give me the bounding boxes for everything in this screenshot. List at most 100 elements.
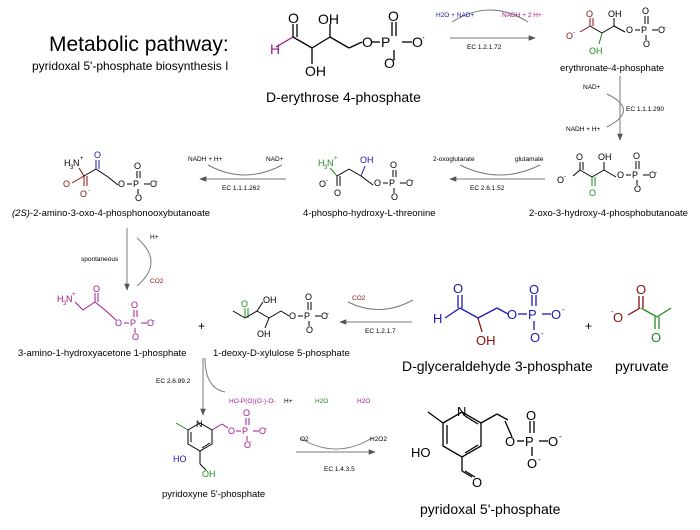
deoxyxylulose-phosphate-atoms: O OH OH O P O O O-: [241, 292, 329, 339]
svg-text:-: -: [664, 25, 666, 31]
reaction1-products: NADH + 2 H+: [502, 12, 542, 19]
svg-text:P: P: [242, 426, 248, 436]
deoxyxylulose-phosphate-structure: [232, 301, 321, 329]
svg-text:O: O: [617, 170, 624, 180]
byproduct-water: H2O: [315, 398, 329, 405]
svg-text:OH: OH: [589, 46, 603, 56]
svg-text:-: -: [265, 426, 267, 432]
svg-text:O: O: [529, 282, 539, 297]
erythronate-4-phosphate-atoms: O- O OH OH O P O O O-: [566, 6, 666, 56]
svg-text:OH: OH: [257, 329, 271, 339]
reaction5-note: spontaneous: [81, 256, 119, 263]
plus-sign: +: [585, 319, 593, 333]
label-glyceraldehyde-3-phosphate: D-glyceraldehyde 3-phosphate: [402, 358, 593, 374]
svg-text:O: O: [649, 170, 656, 180]
svg-text:O: O: [334, 188, 341, 198]
erythronate-4-phosphate-structure: [579, 16, 658, 45]
svg-text:-: -: [393, 55, 396, 64]
svg-text:O: O: [642, 6, 649, 16]
svg-text:O: O: [259, 426, 266, 436]
reaction5-substrate: H+: [150, 234, 159, 241]
svg-text:O: O: [472, 475, 482, 490]
reaction8-product: H2O2: [370, 436, 387, 443]
svg-text:-: -: [573, 30, 575, 36]
svg-text:O: O: [135, 193, 142, 203]
svg-text:O: O: [362, 34, 373, 50]
svg-text:-: -: [559, 432, 562, 441]
svg-text:3: 3: [63, 301, 67, 307]
svg-text:O: O: [613, 310, 623, 325]
svg-text:+: +: [72, 292, 76, 298]
svg-text:O: O: [505, 434, 515, 449]
svg-text:-: -: [326, 178, 328, 184]
page-subtitle: pyridoxal 5'-phosphate biosynthesis I: [32, 59, 229, 73]
reaction3-product: 2-oxoglutarate: [433, 156, 475, 163]
reaction6-product: CO2: [352, 295, 366, 302]
svg-text:HO: HO: [173, 454, 187, 464]
svg-text:O: O: [289, 311, 296, 321]
svg-text:O: O: [131, 300, 138, 310]
pyridoxine-phosphate-structure: [175, 418, 259, 471]
phosphohydroxythreonine-structure: [329, 165, 406, 193]
reaction2-substrate: NAD+: [583, 84, 601, 91]
svg-text:OH: OH: [476, 333, 496, 348]
svg-text:O: O: [390, 160, 397, 170]
svg-text:O: O: [319, 179, 326, 189]
oxohydroxy-phosphobutanoate-atoms: O- O O OH O P O O O-: [557, 151, 657, 198]
reaction8-ec: EC 1.4.3.5: [324, 466, 355, 473]
svg-text:O: O: [576, 152, 583, 162]
svg-text:N: N: [327, 158, 334, 168]
byproduct-phosphate: HO-P(O)(O-)-O-: [229, 398, 276, 405]
svg-text:O: O: [94, 150, 101, 160]
svg-text:O: O: [93, 284, 100, 294]
svg-text:O: O: [527, 456, 537, 471]
reaction2-ec: EC 1.1.1.290: [626, 106, 664, 113]
svg-text:3: 3: [70, 165, 74, 171]
svg-text:-: -: [250, 439, 252, 445]
svg-text:O: O: [241, 299, 248, 309]
svg-text:-: -: [611, 307, 614, 316]
svg-text:O: O: [118, 179, 125, 189]
svg-text:OH: OH: [598, 152, 612, 162]
reaction3-ec: EC 2.6.1.52: [470, 185, 505, 192]
svg-text:O: O: [388, 8, 399, 24]
svg-text:O: O: [305, 292, 312, 302]
svg-text:-: -: [655, 170, 657, 176]
svg-text:P: P: [632, 170, 638, 180]
svg-text:-: -: [156, 179, 158, 185]
svg-text:O: O: [651, 330, 661, 345]
svg-text:O: O: [132, 332, 139, 342]
svg-text:OH: OH: [318, 11, 339, 27]
svg-text:OH: OH: [608, 9, 622, 19]
svg-text:-: -: [562, 305, 565, 314]
svg-text:O: O: [147, 318, 154, 328]
reaction1-substrates: H2O + NAD+: [436, 12, 475, 19]
reaction7-ec: EC 2.6.99.2: [156, 378, 191, 385]
plus-sign: +: [198, 319, 206, 333]
reaction4-ec: EC 1.1.1.262: [222, 185, 260, 192]
aminoacetone-phosphate-structure: [74, 293, 147, 333]
svg-text:O: O: [453, 281, 463, 296]
svg-text:H: H: [270, 41, 280, 57]
svg-text:H: H: [318, 158, 325, 168]
svg-text:+: +: [80, 156, 84, 162]
svg-text:O: O: [633, 151, 640, 161]
byproduct-water: H2O: [357, 398, 371, 405]
byproduct-proton: H+: [284, 398, 293, 405]
pyridoxal-phosphate-atoms: N HO O P O O- O- O: [411, 404, 562, 490]
svg-text:O: O: [412, 34, 423, 50]
svg-text:O: O: [548, 434, 558, 449]
svg-text:P: P: [389, 178, 395, 188]
svg-text:-: -: [88, 188, 90, 194]
svg-text:-: -: [422, 33, 425, 42]
oxohydroxy-phosphobutanoate-structure: [572, 161, 649, 186]
svg-text:O: O: [321, 311, 328, 321]
svg-text:O: O: [566, 31, 573, 41]
erythrose-4-phosphate-structure: [275, 22, 412, 64]
glyceraldehyde-3-phosphate-atoms: O H OH O P O O- O-: [433, 281, 565, 348]
erythrose-4-phosphate-atoms: O H OH OH O P O O- O-: [270, 8, 425, 79]
svg-text:O: O: [658, 25, 665, 35]
